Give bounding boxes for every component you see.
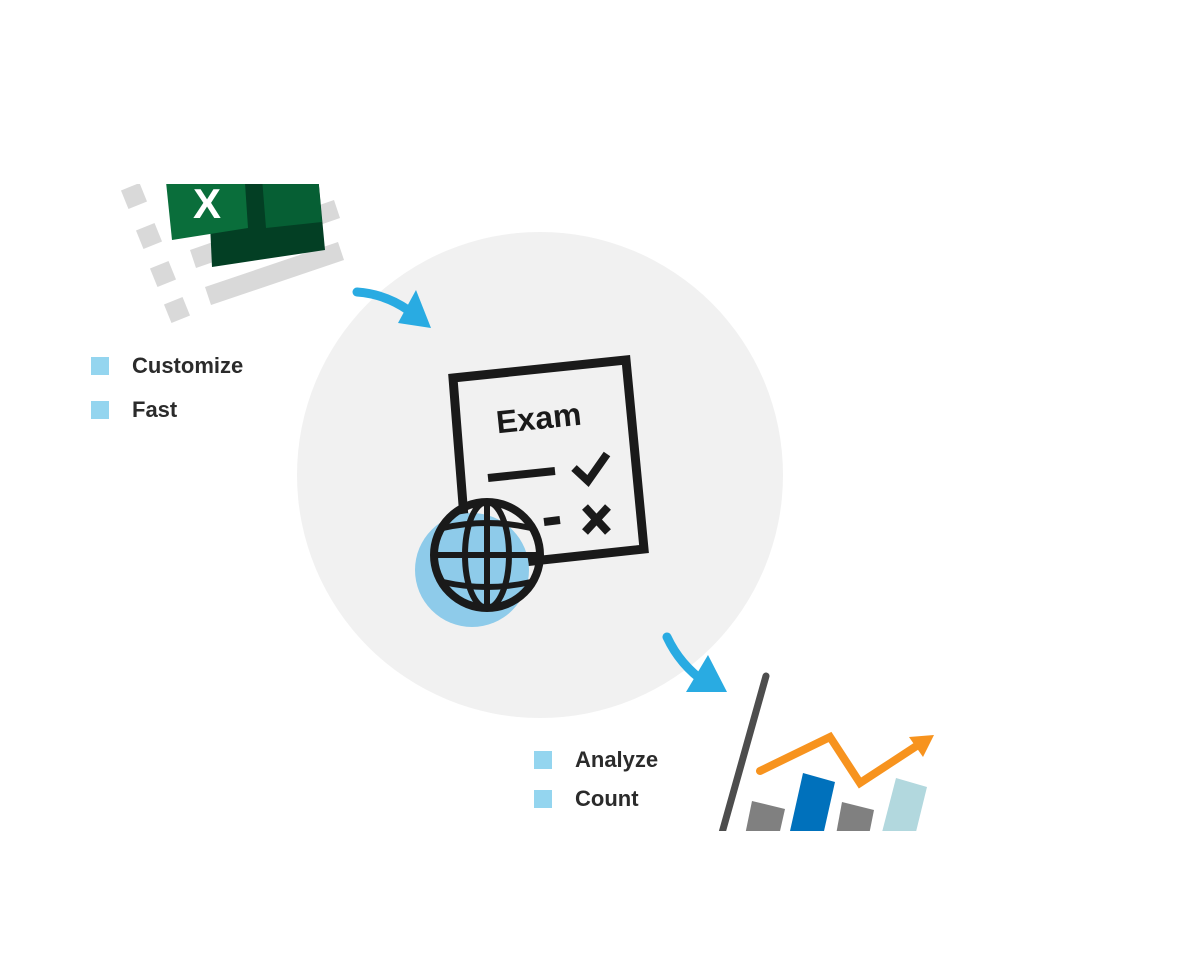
svg-text:X: X [193, 180, 221, 227]
bar-4 [882, 778, 927, 831]
arrow-to-chart-icon [662, 632, 727, 692]
feature-label: Customize [132, 353, 244, 378]
trend-arrowhead [909, 735, 934, 757]
globe-icon [415, 498, 544, 627]
trend-line [756, 731, 922, 789]
feature-customize: Customize [91, 353, 243, 379]
feature-label: Count [575, 786, 639, 811]
feature-count: Count [534, 786, 639, 812]
bullet-icon [534, 751, 552, 769]
bullet-icon [91, 357, 109, 375]
bullet-icon [534, 790, 552, 808]
feature-fast: Fast [91, 397, 177, 423]
arrow-to-exam-icon [352, 287, 431, 328]
feature-label: Fast [132, 397, 178, 422]
bar-3 [836, 802, 874, 831]
spreadsheet-icon: X [120, 180, 344, 324]
bar-2 [790, 773, 835, 831]
bullet-icon [91, 401, 109, 419]
feature-analyze: Analyze [534, 747, 658, 773]
excel-logo-icon: X [166, 180, 325, 267]
bar-1 [745, 801, 785, 831]
feature-label: Analyze [575, 747, 659, 772]
analytics-chart-icon [718, 672, 934, 831]
